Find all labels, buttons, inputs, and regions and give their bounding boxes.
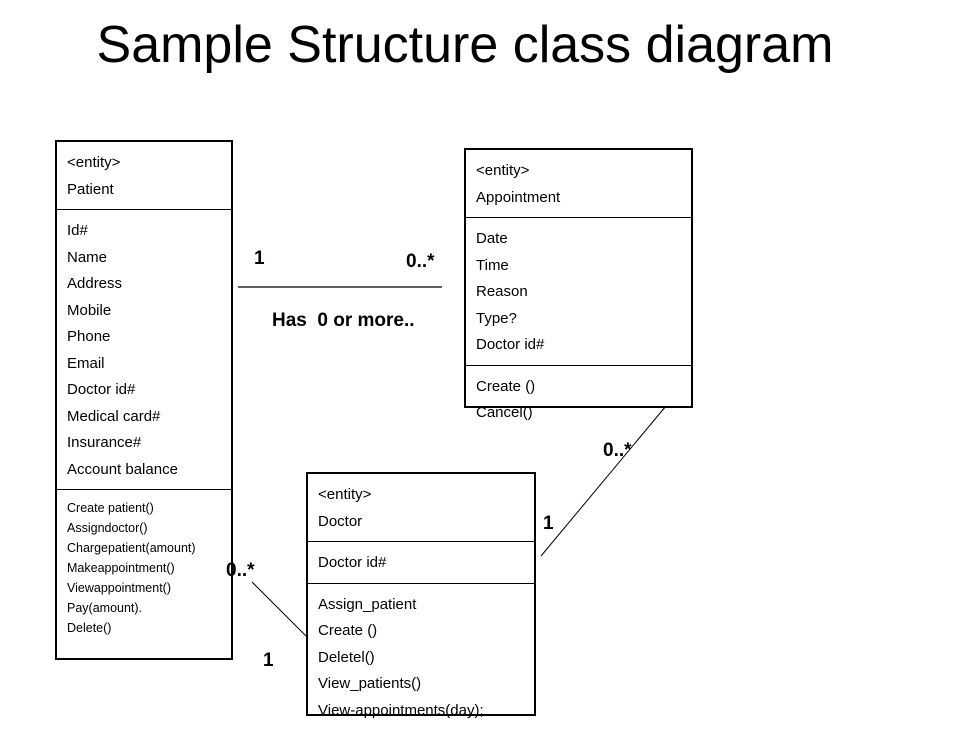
patient-method: Create patient() [67,498,221,518]
appointment-attribute: Time [476,253,681,280]
appointment-attribute: Reason [476,279,681,306]
patient-method: Assigndoctor() [67,518,221,538]
patient-method: Delete() [67,618,221,638]
doctor-method: Assign_patient [318,592,524,619]
multiplicity-appointment-doctor-appointment-end: 0..* [603,440,632,462]
patient-attribute: Doctor id# [67,377,221,404]
patient-method: Pay(amount). [67,598,221,618]
doctor-class-name: Doctor [318,509,524,536]
doctor-method: Deletel() [318,645,524,672]
patient-method: Chargepatient(amount) [67,538,221,558]
patient-attribute: Mobile [67,298,221,325]
appointment-method: Create () [476,374,681,401]
multiplicity-appointment-doctor-doctor-end: 1 [543,513,554,535]
patient-attribute: Account balance [67,457,221,484]
doctor-class-header: <entity> Doctor [308,474,534,542]
association-label-has: Has 0 or more.. [272,310,415,332]
patient-attribute: Name [67,245,221,272]
doctor-class-box: <entity> Doctor Doctor id# Assign_patien… [306,472,536,716]
appointment-methods: Create () Cancel() [466,366,691,433]
patient-attribute: Address [67,271,221,298]
multiplicity-patient-doctor-patient-end: 0..* [226,560,255,582]
patient-methods: Create patient() Assigndoctor() Chargepa… [57,490,231,644]
appointment-class-header: <entity> Appointment [466,150,691,218]
patient-method: Makeappointment() [67,558,221,578]
doctor-stereotype: <entity> [318,482,524,509]
appointment-class-box: <entity> Appointment Date Time Reason Ty… [464,148,693,408]
patient-method: Viewappointment() [67,578,221,598]
doctor-attribute: Doctor id# [318,550,524,577]
appointment-attribute: Date [476,226,681,253]
patient-attribute: Email [67,351,221,378]
doctor-method: Create () [318,618,524,645]
multiplicity-patient-appointment-left: 1 [254,248,265,270]
patient-attribute: Phone [67,324,221,351]
association-line-patient-doctor [252,582,306,636]
appointment-attribute: Doctor id# [476,332,681,359]
appointment-attribute: Type? [476,306,681,333]
patient-class-box: <entity> Patient Id# Name Address Mobile… [55,140,233,660]
multiplicity-patient-appointment-right: 0..* [406,251,435,273]
appointment-class-name: Appointment [476,185,681,212]
patient-class-header: <entity> Patient [57,142,231,210]
patient-class-name: Patient [67,177,221,204]
appointment-attributes: Date Time Reason Type? Doctor id# [466,218,691,366]
patient-attribute: Insurance# [67,430,221,457]
appointment-stereotype: <entity> [476,158,681,185]
patient-attribute: Medical card# [67,404,221,431]
patient-stereotype: <entity> [67,150,221,177]
multiplicity-patient-doctor-doctor-end: 1 [263,650,274,672]
appointment-method: Cancel() [476,400,681,427]
doctor-methods: Assign_patient Create () Deletel() View_… [308,584,534,730]
patient-attributes: Id# Name Address Mobile Phone Email Doct… [57,210,231,490]
doctor-method: View_patients() [318,671,524,698]
doctor-attributes: Doctor id# [308,542,534,584]
doctor-method: View-appointments(day); [318,698,524,725]
patient-attribute: Id# [67,218,221,245]
